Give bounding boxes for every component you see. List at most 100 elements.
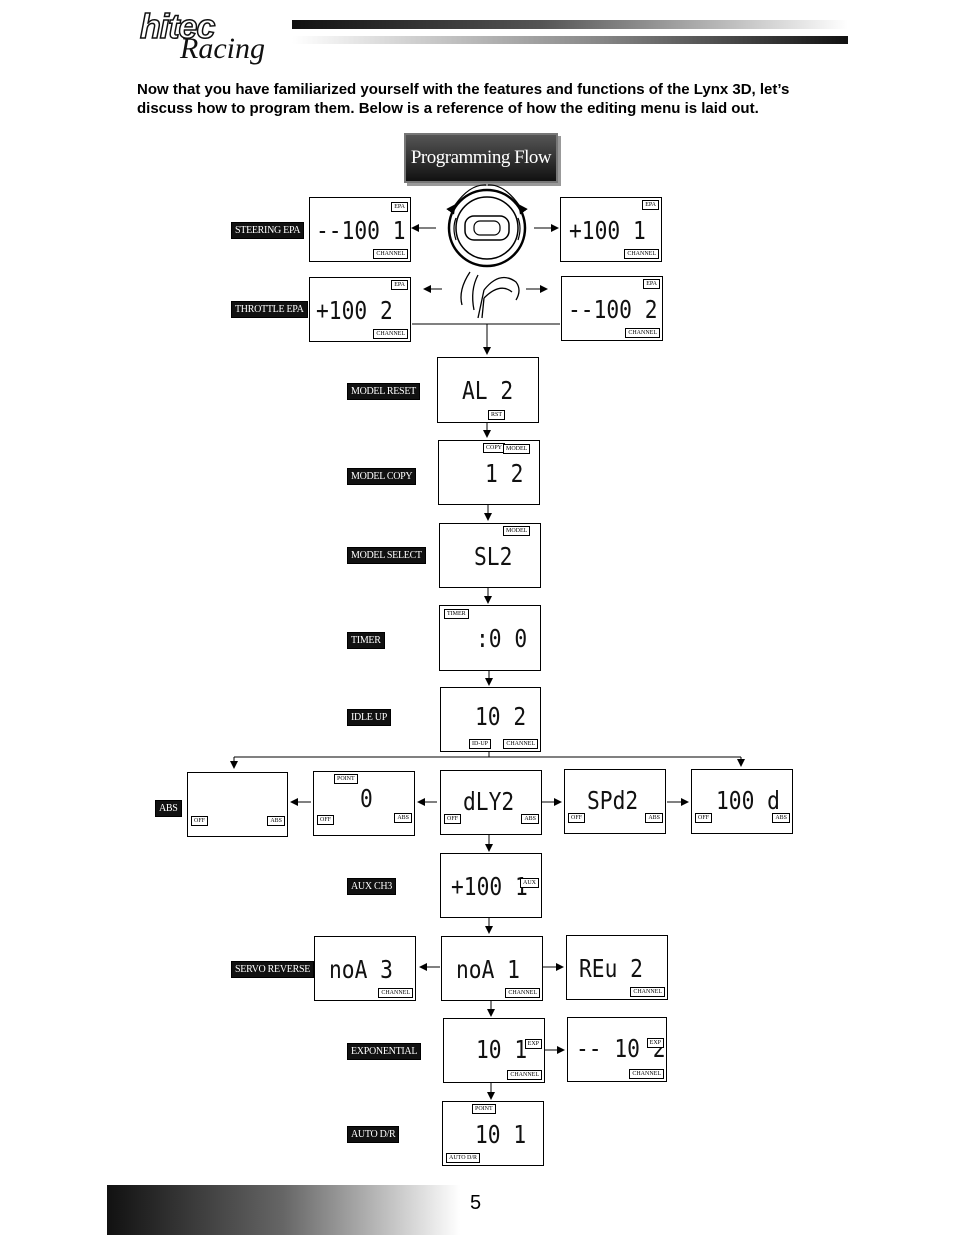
lcd-tag-auto-dr: AUTO D/R	[446, 1153, 481, 1163]
lcd-steering-right: +100 1 EPA CHANNEL	[560, 197, 662, 262]
lcd-value: noA 3	[329, 955, 393, 984]
lcd-tag-epa: EPA	[391, 202, 408, 212]
lcd-model-copy: COPY MODEL 1 2	[438, 440, 540, 505]
label-exponential: EXPONENTIAL	[347, 1043, 422, 1060]
lcd-tag-channel: CHANNEL	[629, 1069, 664, 1079]
logo-racing: Racing	[180, 32, 265, 65]
lcd-tag-rst: RST	[488, 410, 506, 420]
lcd-tag-model: MODEL	[503, 444, 531, 454]
lcd-tag-channel: CHANNEL	[505, 988, 540, 998]
lcd-throttle-right: --100 2 EPA CHANNEL	[561, 276, 663, 341]
lcd-tag-model: MODEL	[503, 526, 531, 536]
lcd-tag-idup: ID-UP	[469, 739, 491, 749]
lcd-idle-up: 10 2 ID-UP CHANNEL	[440, 687, 541, 752]
lcd-tag-point: POINT	[472, 1104, 496, 1114]
lcd-reverse-ch2: REu 2 CHANNEL	[566, 935, 668, 1000]
lcd-value: :0 0	[476, 624, 528, 653]
lcd-value: 100 d	[716, 786, 780, 815]
lcd-tag-exp: EXP	[524, 1039, 542, 1049]
lcd-value: AL 2	[462, 376, 514, 405]
lcd-tag-off: OFF	[317, 815, 335, 825]
lcd-abs-blank: OFF ABS	[187, 772, 288, 837]
lcd-value: SPd2	[587, 786, 639, 815]
lcd-tag-off: OFF	[191, 816, 209, 826]
header-bar-bottom	[292, 36, 848, 44]
lcd-value: +100 2	[316, 296, 393, 325]
lcd-abs-speed: SPd2 OFF ABS	[564, 769, 666, 834]
lcd-value: SL2	[474, 542, 513, 571]
lcd-abs-point: POINT 0 OFF ABS	[313, 771, 415, 836]
lcd-value: dLY2	[463, 787, 515, 816]
label-aux-ch3: AUX CH3	[347, 878, 396, 895]
lcd-tag-abs: ABS	[394, 813, 412, 823]
lcd-tag-off: OFF	[568, 813, 586, 823]
lcd-tag-epa: EPA	[642, 200, 659, 210]
label-model-copy: MODEL COPY	[347, 468, 417, 485]
lcd-tag-epa: EPA	[643, 279, 660, 289]
lcd-tag-off: OFF	[444, 814, 462, 824]
lcd-aux-ch3: +100 1 AUX	[440, 853, 542, 918]
label-abs: ABS	[155, 800, 182, 817]
lcd-tag-channel: CHANNEL	[630, 987, 665, 997]
lcd-tag-channel: CHANNEL	[373, 329, 408, 339]
lcd-value: --100 1	[316, 216, 406, 245]
lcd-tag-abs: ABS	[521, 814, 539, 824]
lcd-throttle-left: +100 2 EPA CHANNEL	[309, 277, 411, 342]
lcd-value: 1 2	[485, 459, 524, 488]
page-number: 5	[470, 1192, 482, 1214]
lcd-exp-ch2: -- 10 2 EXP CHANNEL	[567, 1017, 667, 1082]
lcd-reverse-ch3: noA 3 CHANNEL	[314, 936, 416, 1001]
lcd-tag-copy: COPY	[483, 443, 506, 453]
lcd-tag-abs: ABS	[645, 813, 663, 823]
hitec-racing-logo: hitec Racing	[139, 8, 270, 66]
label-model-select: MODEL SELECT	[347, 547, 426, 564]
lcd-tag-exp: EXP	[646, 1038, 664, 1048]
lcd-value: 10 1	[475, 1120, 527, 1149]
lcd-value: +100 1	[451, 872, 528, 901]
label-servo-reverse: SERVO REVERSE	[231, 961, 315, 978]
intro-paragraph: Now that you have familiarized yourself …	[137, 81, 790, 117]
lcd-tag-timer: TIMER	[444, 609, 469, 619]
lcd-model-reset: AL 2 RST	[437, 357, 539, 423]
lcd-tag-aux: AUX	[520, 878, 539, 888]
lcd-value: noA 1	[456, 955, 520, 984]
flowchart-title: Programming Flow Chart	[404, 133, 558, 214]
lcd-tag-epa: EPA	[391, 280, 408, 290]
label-throttle-epa: THROTTLE EPA	[231, 301, 308, 318]
label-model-reset: MODEL RESET	[347, 383, 420, 400]
throttle-trigger-icon	[460, 271, 520, 319]
lcd-exp-ch1: 10 1 EXP CHANNEL	[443, 1018, 545, 1083]
lcd-abs-duty: 100 d OFF ABS	[691, 769, 793, 834]
lcd-tag-off: OFF	[695, 813, 713, 823]
steering-wheel-icon	[446, 184, 528, 268]
label-idle-up: IDLE UP	[347, 709, 391, 726]
lcd-tag-channel: CHANNEL	[624, 249, 659, 259]
lcd-value: --100 2	[568, 295, 658, 324]
lcd-model-select: MODEL SL2	[439, 523, 541, 588]
lcd-value: REu 2	[579, 954, 643, 983]
label-timer: TIMER	[347, 632, 385, 649]
lcd-value: 10 1	[476, 1035, 528, 1064]
lcd-tag-channel: CHANNEL	[503, 739, 538, 749]
lcd-tag-point: POINT	[334, 774, 358, 784]
lcd-tag-channel: CHANNEL	[625, 328, 660, 338]
lcd-tag-abs: ABS	[772, 813, 790, 823]
lcd-tag-channel: CHANNEL	[378, 988, 413, 998]
lcd-value: 10 2	[475, 702, 527, 731]
label-steering-epa: STEERING EPA	[231, 222, 305, 239]
logo-hitec: hitec	[139, 8, 216, 46]
lcd-tag-channel: CHANNEL	[373, 249, 408, 259]
header-bar-top	[292, 20, 848, 29]
lcd-abs-delay: dLY2 OFF ABS	[440, 770, 542, 835]
lcd-tag-abs: ABS	[267, 816, 285, 826]
lcd-timer: TIMER :0 0	[439, 605, 541, 671]
lcd-value: +100 1	[569, 216, 646, 245]
label-auto-dr: AUTO D/R	[347, 1126, 400, 1143]
lcd-tag-channel: CHANNEL	[507, 1070, 542, 1080]
footer-bar	[107, 1185, 460, 1235]
lcd-value: 0	[360, 784, 373, 813]
lcd-auto-dr: POINT 10 1 AUTO D/R	[442, 1101, 544, 1166]
lcd-reverse-ch1: noA 1 CHANNEL	[441, 936, 543, 1001]
lcd-steering-left: --100 1 EPA CHANNEL	[309, 197, 411, 262]
